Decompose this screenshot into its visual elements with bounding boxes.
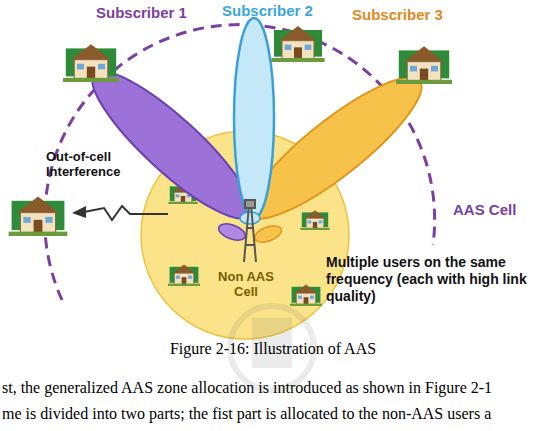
house-icon <box>63 44 119 82</box>
house-icon <box>9 196 68 236</box>
note-text: Multiple users on the same frequency (ea… <box>326 254 536 304</box>
cell-label: Non AAS Cell <box>210 270 282 300</box>
body-text: me is divided into two parts; the fist p… <box>2 404 491 423</box>
subscriber-label: Subscriber 3 <box>352 6 472 24</box>
arrow-head <box>72 206 86 218</box>
house-icon <box>271 26 324 62</box>
house-icon <box>168 264 200 286</box>
beam-lobe <box>234 18 274 218</box>
subscriber-label: Subscriber 1 <box>96 4 216 22</box>
house-icon <box>290 284 322 306</box>
body-text: st, the generalized AAS zone allocation … <box>2 378 492 397</box>
house-icon <box>300 210 329 230</box>
cell-label: AAS Cell <box>453 201 543 218</box>
figure-caption: Figure 2-16: Illustration of AAS <box>0 340 546 358</box>
house-icon <box>396 46 452 84</box>
side-lobe <box>240 212 260 224</box>
interference-label: Out-of-cell Interference <box>46 150 130 180</box>
side-lobe <box>252 223 283 246</box>
subscriber-label: Subscriber 2 <box>222 2 342 20</box>
side-lobe <box>216 221 247 244</box>
interference-arrow <box>84 206 168 220</box>
antenna-tower <box>244 200 256 262</box>
